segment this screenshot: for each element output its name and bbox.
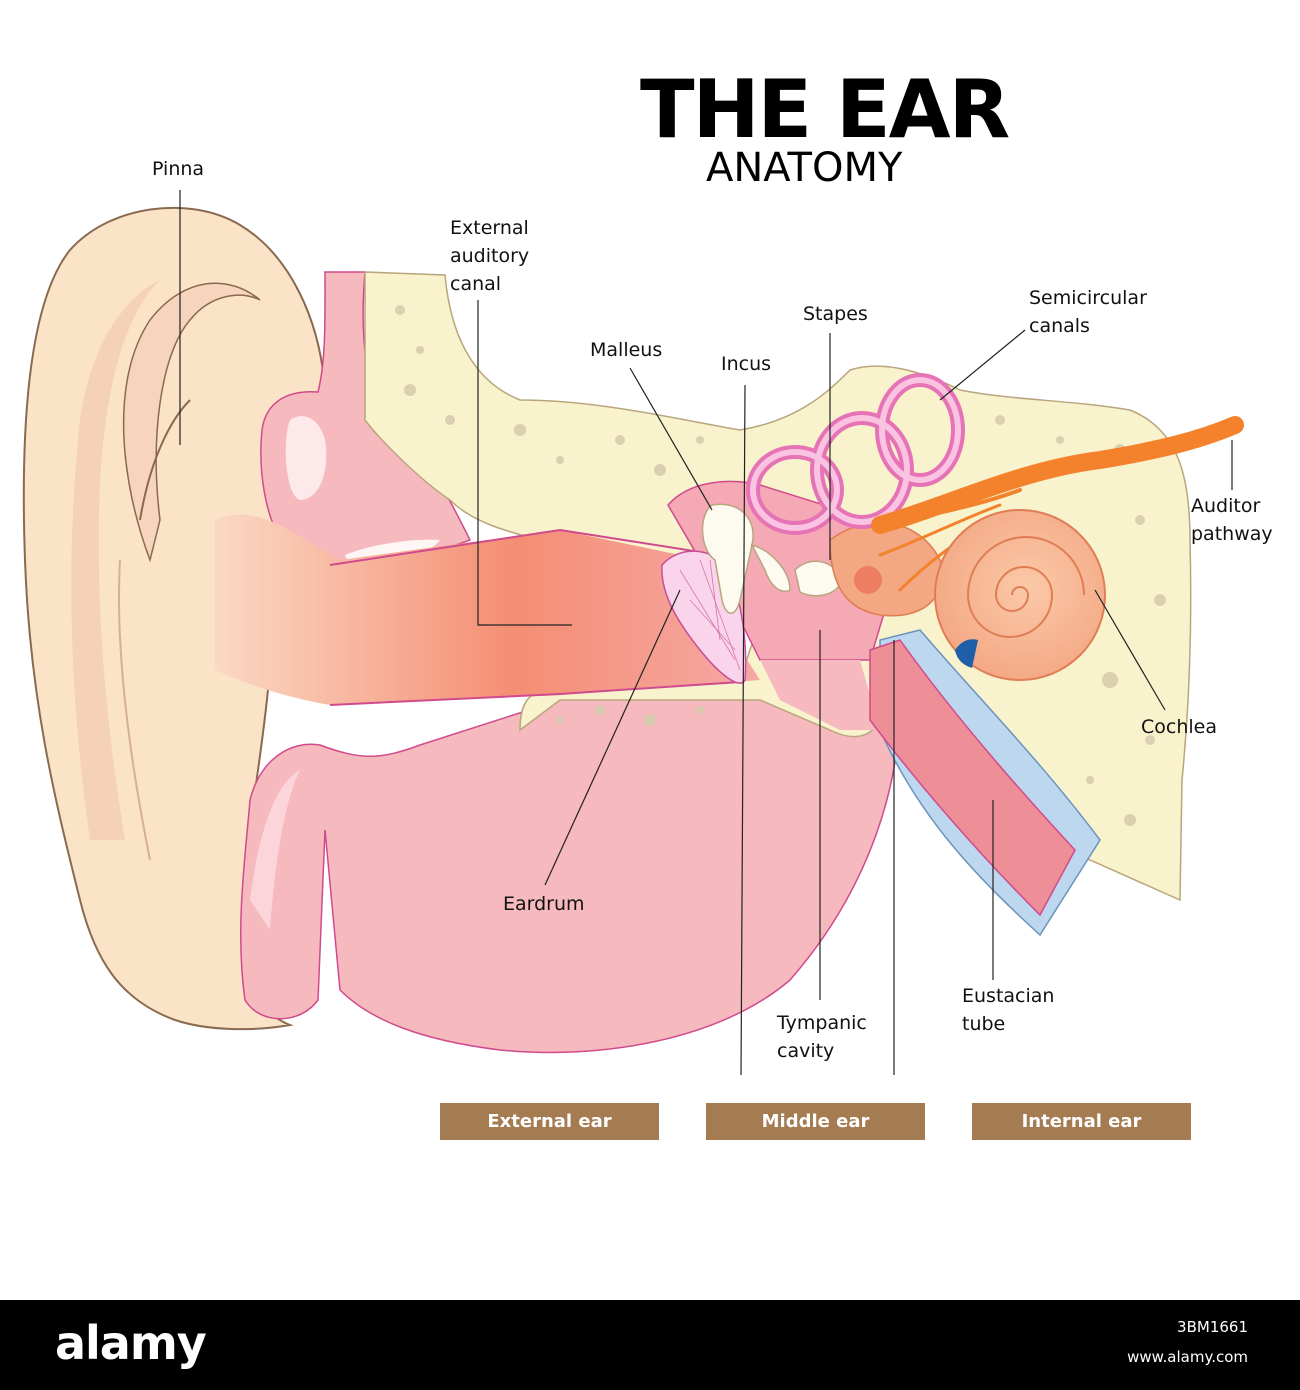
leader-lines	[179, 190, 1233, 1076]
oval-window-shape	[854, 566, 882, 594]
auditory-canal-shape	[215, 514, 760, 706]
label-stapes: Stapes	[803, 303, 868, 325]
label-malleus: Malleus	[590, 339, 663, 361]
label-eardrum: Eardrum	[503, 893, 585, 915]
image-id: 3BM1661	[1177, 1318, 1248, 1336]
label-external-auditory-canal: External auditory canal	[450, 217, 530, 295]
section-internal-ear: Internal ear	[972, 1103, 1191, 1140]
label-tympanic-cavity: Tympanic cavity	[777, 1012, 867, 1062]
page-subtitle: ANATOMY	[706, 145, 903, 191]
section-external-ear: External ear	[440, 1103, 659, 1140]
label-cochlea: Cochlea	[1141, 716, 1217, 738]
cochlea-shape	[934, 509, 1106, 681]
eustachian-tube-shape	[869, 629, 1101, 937]
page-title: THE EAR	[640, 63, 1010, 156]
ear-anatomy-diagram: THE EAR ANATOMY Pinna External auditory …	[22, 63, 1273, 1140]
lower-tissue-shape	[239, 689, 901, 1054]
brand-logo: alamy	[55, 1316, 207, 1370]
label-semicircular-canals: Semicircular canals	[1029, 287, 1147, 337]
label-incus: Incus	[721, 353, 772, 375]
label-eustacian-tube: Eustacian tube	[962, 985, 1055, 1035]
label-pinna: Pinna	[152, 158, 205, 180]
ossicles-shape	[701, 503, 843, 614]
label-auditor-pathway: Auditor pathway	[1191, 495, 1273, 545]
ear-illustration	[22, 190, 1244, 1076]
section-middle-ear: Middle ear	[706, 1103, 925, 1140]
watermark-footer: alamy 3BM1661 www.alamy.com	[0, 1300, 1300, 1390]
site-url: www.alamy.com	[1127, 1348, 1248, 1366]
